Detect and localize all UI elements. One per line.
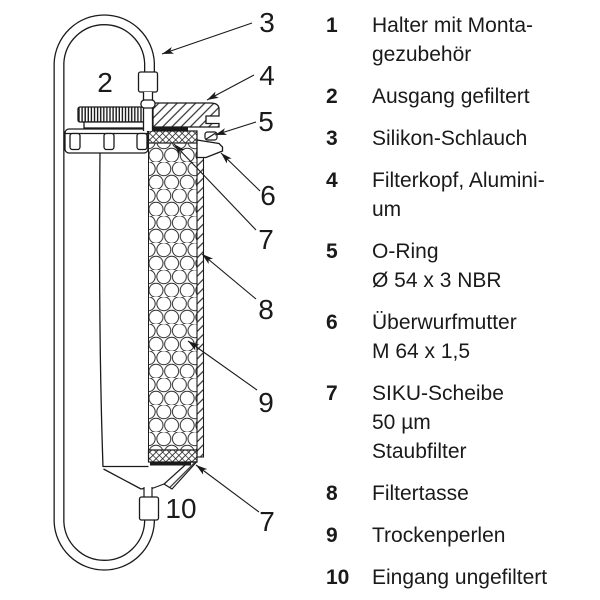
legend-item-text: Trockenperlen [372, 524, 506, 547]
o-ring-section [204, 131, 218, 141]
legend-item-text: Filtertasse [372, 482, 469, 505]
callout-5: 5 [258, 106, 274, 137]
leader-9 [187, 340, 258, 391]
cup-bottom-section [140, 461, 198, 497]
leader-7-top [173, 143, 257, 231]
legend-item: 1 Halter mit Monta- gezubehör [326, 11, 596, 69]
leader-8 [201, 253, 257, 300]
legend-item-text: Filterkopf, Alumini- um [372, 169, 545, 221]
leader-5 [214, 121, 257, 136]
callout-9: 9 [258, 387, 274, 418]
inlet-fitting [138, 496, 160, 521]
legend-item: 9 Trockenperlen [326, 521, 596, 550]
callout-8: 8 [258, 294, 274, 325]
legend-item-text: Überwurfmutter M 64 x 1,5 [372, 311, 517, 363]
legend-item: 3 Silikon-Schlauch [326, 124, 596, 153]
knurled-cap [77, 106, 149, 129]
legend-item: 7 SIKU-Scheibe 50 µm Staubfilter [326, 379, 596, 466]
legend-item-number: 9 [326, 524, 338, 547]
legend-item-number: 2 [326, 85, 338, 108]
diagram-svg: 2 3 4 5 6 7 8 9 10 7 [53, 7, 276, 571]
filter-head-section [149, 102, 220, 131]
legend-item: 10 Eingang ungefiltert [326, 563, 596, 592]
retainer-plate [149, 127, 188, 131]
legend-item-text: Ausgang gefiltert [372, 85, 530, 108]
leader-4 [206, 74, 255, 101]
callout-10: 10 [165, 493, 196, 524]
legend-item-text: Halter mit Monta- gezubehör [372, 14, 534, 66]
legend-item-number: 5 [326, 240, 338, 263]
callout-numbers: 2 3 4 5 6 7 8 9 10 7 [97, 7, 276, 537]
callout-7-bottom: 7 [259, 506, 275, 537]
legend-item-text: O-Ring Ø 54 x 3 NBR [372, 240, 502, 292]
union-nut-section [196, 139, 224, 159]
siku-disc-top [147, 130, 198, 144]
legend-item-number: 10 [326, 566, 350, 589]
callout-7-top: 7 [258, 224, 274, 255]
legend-item: 8 Filtertasse [326, 479, 596, 508]
parts-legend: 1 Halter mit Monta- gezubehör 2 Ausgang … [326, 11, 596, 600]
callout-6: 6 [260, 180, 276, 211]
legend-item-text: Eingang ungefiltert [372, 566, 548, 589]
leader-3 [161, 22, 253, 55]
filter-cup-outline [98, 152, 149, 490]
legend-item: 6 Überwurfmutter M 64 x 1,5 [326, 308, 596, 366]
filter-cup-wall-section [196, 142, 205, 458]
legend-item-text: SIKU-Scheibe 50 µm Staubfilter [372, 382, 504, 463]
legend-item: 5 O-Ring Ø 54 x 3 NBR [326, 237, 596, 295]
callout-4: 4 [259, 60, 275, 91]
desiccant-beads [148, 142, 198, 451]
callout-leader-lines [161, 22, 261, 513]
outlet-fitting [137, 71, 159, 131]
legend-item-number: 4 [326, 169, 338, 192]
callout-2: 2 [97, 67, 113, 98]
legend-item-text: Silikon-Schlauch [372, 127, 528, 150]
silicone-hose [53, 14, 155, 571]
legend-item-number: 7 [326, 382, 338, 405]
legend-item-number: 8 [326, 482, 338, 505]
leader-7-bottom [195, 464, 260, 513]
filter-cross-section-diagram: 2 3 4 5 6 7 8 9 10 7 [53, 7, 276, 571]
legend-item: 2 Ausgang gefiltert [326, 82, 596, 111]
legend-item-number: 1 [326, 14, 338, 37]
union-nut-left-view [64, 128, 149, 154]
legend-item-number: 6 [326, 311, 338, 334]
callout-3: 3 [259, 7, 275, 38]
legend-item-number: 3 [326, 127, 338, 150]
leader-6 [220, 152, 261, 192]
legend-item: 4 Filterkopf, Alumini- um [326, 166, 596, 224]
